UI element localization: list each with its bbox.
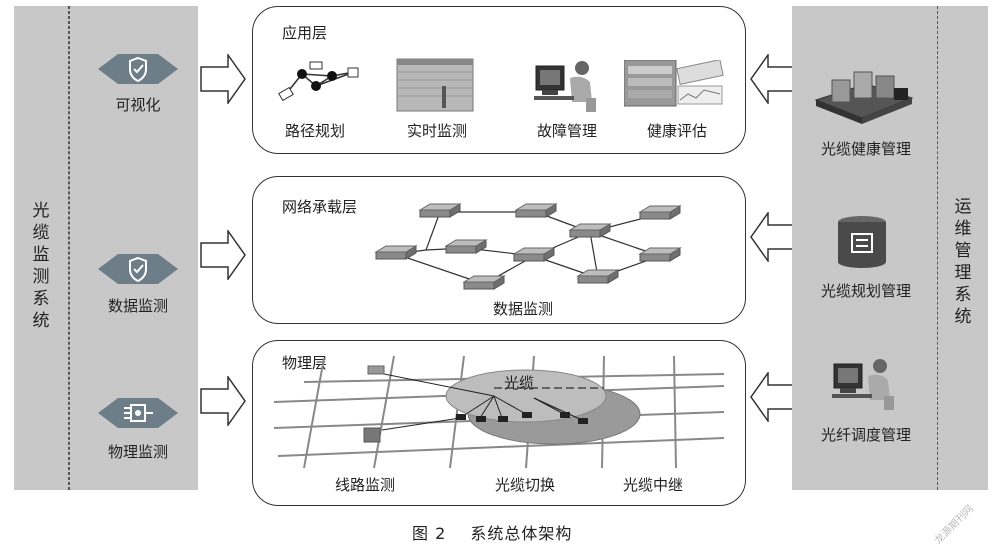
network-switch-icon: [568, 223, 612, 238]
cable-label: 光缆: [503, 374, 534, 392]
network-switch-icon: [418, 203, 462, 218]
left-system-label: 光缆监测系统: [32, 201, 50, 331]
network-switch-icon: [638, 205, 682, 220]
network-switch-icon: [462, 275, 506, 290]
network-switch-icon: [444, 239, 488, 254]
route-planning-icon: [278, 61, 359, 102]
figure-title: 系统总体架构: [470, 524, 573, 543]
left-arrow-application: [200, 54, 246, 104]
visualization-label: 可视化: [115, 96, 161, 114]
network-switch-icon: [576, 269, 620, 284]
data-monitoring-shield-icon: [98, 254, 178, 284]
figure-caption: 图 2 系统总体架构: [412, 520, 572, 544]
fault-management-label: 故障管理: [536, 122, 597, 140]
left-arrow-network: [200, 230, 246, 280]
server-rack-icon: [814, 71, 914, 124]
database-icon: [838, 216, 886, 268]
health-assessment-icon: [624, 60, 724, 107]
fiber-dispatch-operator-icon: [832, 359, 894, 410]
network-switch-icon: [638, 247, 682, 262]
figure-number: 图 2: [412, 524, 447, 543]
network-switch-icon: [374, 245, 418, 260]
fault-management-operator-icon: [534, 61, 596, 112]
cable-relay-label: 光缆中继: [622, 476, 683, 494]
cable-health-management-label: 光缆健康管理: [820, 140, 911, 158]
right-system-column: [938, 6, 988, 490]
health-assessment-label: 健康评估: [646, 122, 707, 140]
left-system-column: [14, 6, 69, 490]
visualization-shield-icon: [98, 54, 178, 84]
realtime-monitoring-label: 实时监测: [406, 122, 467, 140]
cable-switching-label: 光缆切换: [494, 476, 555, 494]
physical-layer-title: 物理层: [282, 354, 328, 372]
data-monitoring-label: 数据监测: [107, 297, 168, 315]
network-switch-icon: [512, 247, 556, 262]
right-arrow-network: [750, 212, 796, 262]
physical-grid-diagram: [273, 355, 725, 469]
route-planning-label: 路径规划: [284, 122, 345, 140]
right-system-label: 运维管理系统: [954, 197, 972, 327]
left-arrow-physical: [200, 376, 246, 426]
network-data-monitoring-label: 数据监测: [492, 300, 553, 318]
right-arrow-application: [750, 54, 796, 104]
watermark: 龙源期刊网: [932, 503, 976, 547]
monitoring-screen-icon: [396, 58, 474, 112]
fiber-dispatch-management-label: 光纤调度管理: [820, 426, 911, 444]
line-monitoring-label: 线路监测: [334, 476, 395, 494]
physical-monitoring-device-icon: [98, 398, 178, 428]
physical-monitoring-label: 物理监测: [107, 443, 168, 461]
network-switch-icon: [514, 203, 558, 218]
network-topology-diagram: [374, 203, 682, 290]
network-layer-title: 网络承载层: [282, 198, 358, 216]
cable-planning-management-label: 光缆规划管理: [820, 282, 911, 300]
application-layer-title: 应用层: [282, 24, 328, 42]
right-arrow-physical: [750, 372, 796, 422]
